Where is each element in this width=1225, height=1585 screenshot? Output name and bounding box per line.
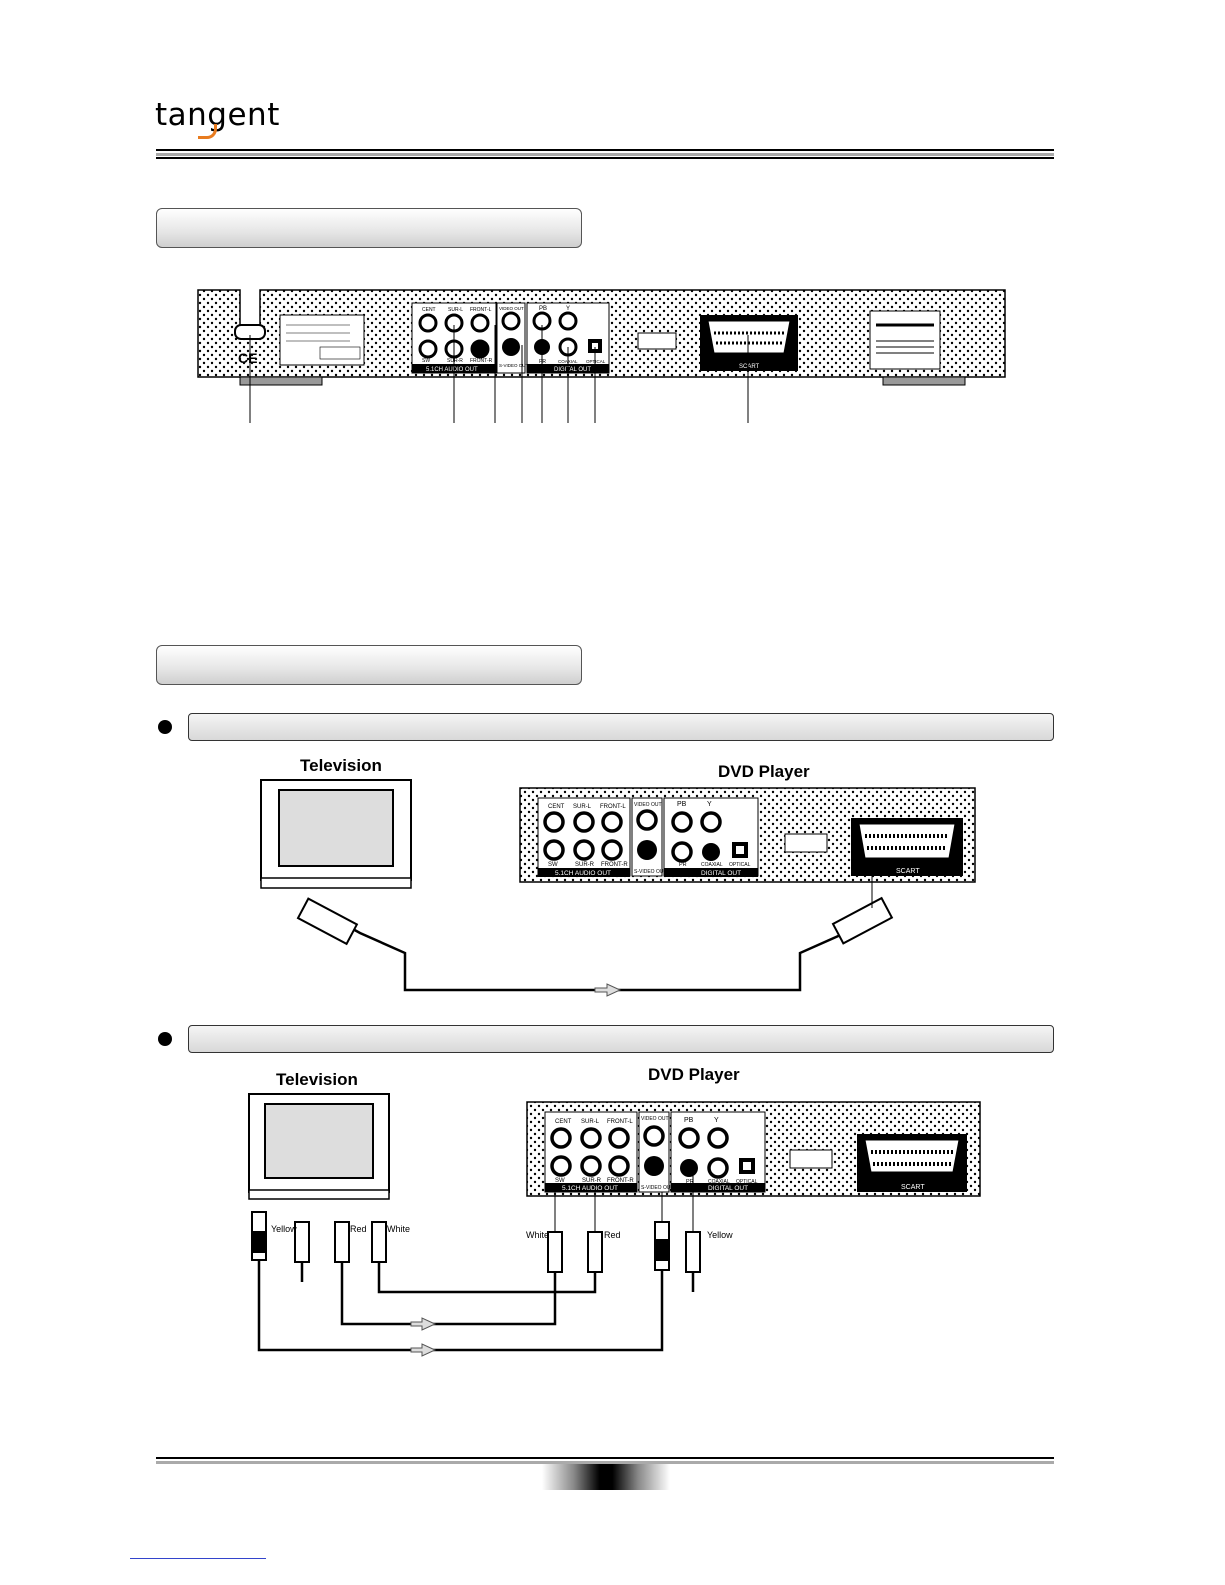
svg-text:FRONT-L: FRONT-L: [600, 804, 626, 810]
svg-text:PR: PR: [539, 359, 546, 365]
svg-text:SCART: SCART: [739, 364, 760, 370]
scart-connection-diagram: CENT SUR-L FRONT-L SW SUR-R FRONT-R 5.1C…: [260, 779, 976, 997]
svg-text:VIDEO OUT: VIDEO OUT: [499, 306, 524, 311]
video-direction-arrow: [410, 1343, 437, 1357]
svg-text:FRONT-R: FRONT-R: [607, 1178, 634, 1184]
svg-text:SUR-L: SUR-L: [581, 1119, 600, 1125]
svg-text:SUR-L: SUR-L: [573, 804, 592, 810]
svg-text:5.1CH AUDIO OUT: 5.1CH AUDIO OUT: [562, 1185, 618, 1192]
svg-text:DIGITAL OUT: DIGITAL OUT: [701, 870, 741, 877]
svg-text:PB: PB: [684, 1117, 694, 1124]
audio-direction-arrow: [410, 1317, 437, 1331]
tv-cable-label-red: Red: [350, 1224, 367, 1234]
section-heading-rear-panel: [156, 208, 582, 248]
svg-text:DIGITAL OUT: DIGITAL OUT: [708, 1185, 748, 1192]
tv-caption-scart: Television: [300, 756, 382, 775]
brand-swoosh-icon: [198, 124, 217, 139]
svg-text:FRONT-R: FRONT-R: [601, 862, 628, 868]
scart-plug-tv: [296, 897, 359, 946]
panel-foot-right: [882, 376, 966, 386]
section-heading-connections: [156, 645, 582, 685]
svg-text:Y: Y: [566, 306, 570, 312]
svg-text:SW: SW: [555, 1178, 565, 1184]
svg-text:DIGITAL OUT: DIGITAL OUT: [554, 367, 591, 373]
svg-text:SCART: SCART: [896, 868, 920, 875]
svg-text:CENT: CENT: [548, 804, 565, 810]
svg-text:COAXIAL: COAXIAL: [708, 1179, 730, 1185]
svg-text:VIDEO OUT: VIDEO OUT: [641, 1116, 669, 1122]
dvd-caption-av: DVD Player: [648, 1065, 740, 1084]
svg-text:5.1CH AUDIO OUT: 5.1CH AUDIO OUT: [426, 367, 478, 373]
television-icon: [248, 1093, 390, 1200]
svg-text:5.1CH AUDIO OUT: 5.1CH AUDIO OUT: [555, 870, 611, 877]
dvd-cable-label-yellow: Yellow: [707, 1230, 733, 1240]
svg-text:SUR-L: SUR-L: [448, 307, 463, 313]
scart-plug-dvd: [831, 896, 894, 945]
svg-text:CENT: CENT: [555, 1119, 572, 1125]
svg-text:SCART: SCART: [901, 1184, 925, 1191]
svg-text:CENT: CENT: [422, 307, 436, 313]
bullet-icon: [158, 720, 172, 734]
svg-text:COAXIAL: COAXIAL: [701, 862, 723, 868]
av-plugs-tv: [251, 1211, 387, 1263]
svg-text:S-VIDEO OUT: S-VIDEO OUT: [641, 1185, 674, 1191]
signal-direction-arrow: [594, 983, 622, 997]
svg-text:VIDEO OUT: VIDEO OUT: [634, 802, 662, 808]
svg-text:OPTICAL: OPTICAL: [729, 862, 751, 868]
header-rule: [156, 149, 1054, 161]
svg-text:SW: SW: [548, 862, 558, 868]
scan-artifact-line: [130, 1558, 266, 1559]
svg-text:PR: PR: [679, 862, 687, 868]
svg-text:OPTICAL: OPTICAL: [586, 359, 606, 364]
dvd-cable-label-red: Red: [604, 1230, 621, 1240]
svg-text:FRONT-L: FRONT-L: [607, 1119, 633, 1125]
tv-caption-av: Television: [276, 1070, 358, 1089]
svg-text:S-VIDEO OUT: S-VIDEO OUT: [634, 869, 667, 875]
svg-text:PB: PB: [539, 306, 547, 312]
av-plugs-dvd: [547, 1221, 701, 1273]
subheading-scart-connection: [188, 713, 1054, 741]
footer-rule: [156, 1457, 1054, 1465]
svg-text:Y: Y: [714, 1117, 719, 1124]
brand-logo: tangent: [155, 97, 280, 133]
svg-text:FRONT-L: FRONT-L: [470, 307, 492, 313]
svg-text:SUR-R: SUR-R: [575, 862, 595, 868]
tv-cable-label-yellow: Yellow: [271, 1224, 297, 1234]
av-connection-diagram: CENT SUR-L FRONT-L SW SUR-R FRONT-R 5.1C…: [248, 1093, 981, 1357]
television-icon: [260, 779, 412, 889]
svg-text:OPTICAL: OPTICAL: [736, 1179, 758, 1185]
svg-text:FRONT-R: FRONT-R: [470, 358, 493, 364]
svg-text:PR: PR: [686, 1179, 694, 1185]
page-number-tab: [542, 1464, 670, 1490]
panel-foot-left: [239, 376, 323, 386]
rear-panel-figure: CE CENT SUR-L FRONT-L SW SUR-R FRONT-R 5…: [197, 289, 1006, 423]
svg-text:SUR-R: SUR-R: [447, 358, 463, 364]
svg-text:SUR-R: SUR-R: [582, 1178, 602, 1184]
tv-cable-label-white: White: [387, 1224, 411, 1234]
svg-text:S-VIDEO OUT: S-VIDEO OUT: [499, 363, 529, 368]
dvd-caption-scart: DVD Player: [718, 762, 810, 781]
subheading-av-connection: [188, 1025, 1054, 1053]
svg-text:SW: SW: [422, 358, 430, 364]
ce-mark: CE: [238, 350, 257, 366]
dvd-cable-label-white: White: [526, 1230, 550, 1240]
bullet-icon: [158, 1032, 172, 1046]
svg-text:Y: Y: [707, 801, 712, 808]
svg-text:PB: PB: [677, 801, 687, 808]
